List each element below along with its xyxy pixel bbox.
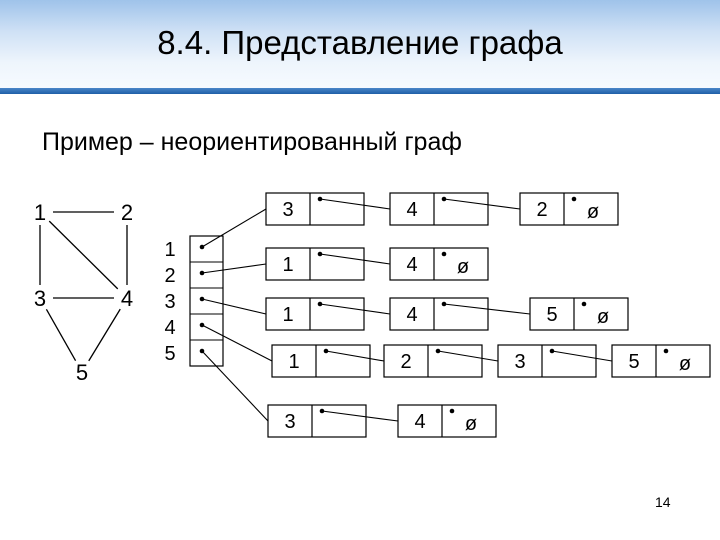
list-node-value: 1 bbox=[288, 351, 299, 373]
list-node bbox=[397, 404, 497, 438]
adjacency-list-1: 3 4 2 ø bbox=[199, 192, 619, 250]
adjacency-index-array: 1 2 3 4 5 bbox=[164, 235, 224, 367]
pointer-arrow bbox=[201, 350, 269, 422]
list-node bbox=[383, 344, 483, 378]
pointer-dot bbox=[581, 301, 587, 307]
list-node bbox=[271, 344, 371, 378]
graph-node-1: 1 bbox=[34, 200, 46, 225]
pointer-dot bbox=[571, 196, 577, 202]
pointer-arrow bbox=[551, 350, 613, 362]
list-node-value: 5 bbox=[628, 351, 639, 373]
list-node bbox=[265, 297, 365, 331]
pointer-arrow bbox=[201, 208, 267, 248]
list-node bbox=[519, 192, 619, 226]
pointer-arrow bbox=[319, 253, 391, 265]
null-pointer: ø bbox=[597, 306, 609, 328]
list-node-value: 4 bbox=[414, 411, 425, 433]
list-node bbox=[265, 247, 365, 281]
page-number: 14 bbox=[655, 494, 671, 510]
graph-node-4: 4 bbox=[121, 286, 133, 311]
index-array-frame bbox=[189, 235, 224, 367]
pointer-arrow bbox=[319, 198, 391, 210]
graph-node-5: 5 bbox=[76, 360, 88, 385]
index-label-1: 1 bbox=[164, 239, 175, 261]
list-node-value: 5 bbox=[546, 304, 557, 326]
pointer-arrow bbox=[201, 324, 273, 362]
graph-node-2: 2 bbox=[121, 200, 133, 225]
list-node-value: 4 bbox=[406, 304, 417, 326]
pointer-dot bbox=[441, 251, 447, 257]
list-node-value: 3 bbox=[284, 411, 295, 433]
index-label-3: 3 bbox=[164, 291, 175, 313]
list-node bbox=[497, 344, 597, 378]
graph-edge-1-4 bbox=[48, 220, 119, 290]
slide-subtitle: Пример – неориентированный граф bbox=[42, 128, 462, 156]
list-node-value: 4 bbox=[406, 254, 417, 276]
list-node bbox=[267, 404, 367, 438]
null-pointer: ø bbox=[587, 201, 599, 223]
title-bar bbox=[0, 0, 720, 94]
title-underline bbox=[0, 88, 720, 94]
list-node bbox=[389, 192, 489, 226]
list-node-value: 2 bbox=[400, 351, 411, 373]
adjacency-lists: 3 4 2 ø 1 4 ø 1 4 5 ø 1 2 3 5 ø 3 4 ø bbox=[199, 192, 711, 438]
null-pointer: ø bbox=[457, 256, 469, 278]
pointer-arrow bbox=[437, 350, 499, 362]
graph-edge-4-5 bbox=[88, 308, 121, 362]
list-node bbox=[389, 297, 489, 331]
pointer-arrow bbox=[443, 303, 531, 315]
slide-title: 8.4. Представление графа bbox=[157, 24, 563, 61]
pointer-arrow bbox=[325, 350, 385, 362]
list-node-value: 3 bbox=[282, 199, 293, 221]
pointer-arrow bbox=[201, 298, 267, 315]
pointer-arrow bbox=[321, 410, 399, 422]
list-node-value: 4 bbox=[406, 199, 417, 221]
null-pointer: ø bbox=[679, 353, 691, 375]
graph-edges bbox=[39, 211, 128, 362]
graph-nodes: 1 2 3 4 5 bbox=[34, 200, 133, 385]
list-node-value: 1 bbox=[282, 304, 293, 326]
adjacency-list-4: 1 2 3 5 ø bbox=[199, 322, 711, 378]
pointer-arrow bbox=[443, 198, 521, 210]
pointer-arrow bbox=[201, 263, 267, 274]
index-label-4: 4 bbox=[164, 317, 175, 339]
index-label-2: 2 bbox=[164, 265, 175, 287]
null-pointer: ø bbox=[465, 413, 477, 435]
pointer-dot bbox=[449, 408, 455, 414]
adjacency-list-3: 1 4 5 ø bbox=[199, 296, 629, 331]
list-node bbox=[529, 297, 629, 331]
list-node bbox=[265, 192, 365, 226]
list-node-value: 1 bbox=[282, 254, 293, 276]
adjacency-list-5: 3 4 ø bbox=[199, 348, 497, 438]
pointer-arrow bbox=[319, 303, 391, 315]
pointer-dot bbox=[663, 348, 669, 354]
graph-edge-3-5 bbox=[45, 308, 77, 362]
list-node bbox=[389, 247, 489, 281]
graph-node-3: 3 bbox=[34, 286, 46, 311]
index-label-5: 5 bbox=[164, 343, 175, 365]
list-node bbox=[611, 344, 711, 378]
adjacency-list-2: 1 4 ø bbox=[199, 247, 489, 281]
list-node-value: 2 bbox=[536, 199, 547, 221]
list-node-value: 3 bbox=[514, 351, 525, 373]
